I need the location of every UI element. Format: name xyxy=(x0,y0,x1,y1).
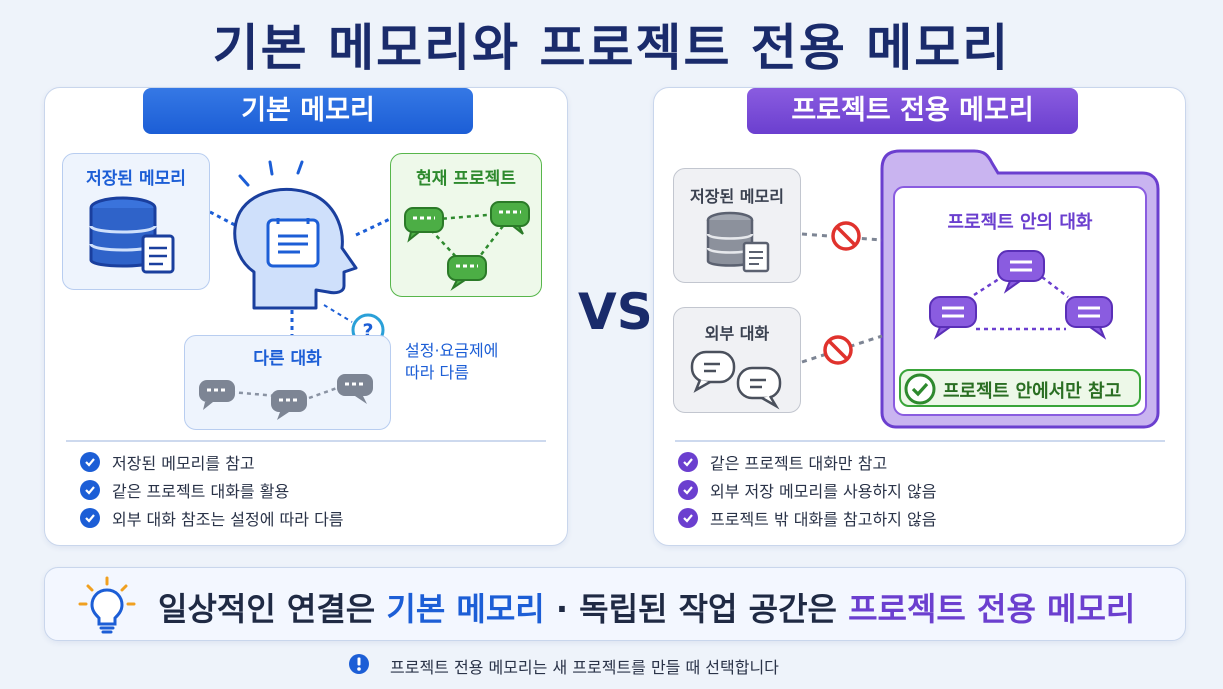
brain-head-icon xyxy=(233,160,358,310)
check-text: 같은 프로젝트 대화만 참고 xyxy=(710,454,888,473)
other-chats-label: 다른 대화 xyxy=(253,349,322,369)
summary-part1: 일상적인 연결은 xyxy=(158,590,387,628)
summary-basic-memory: 기본 메모리 xyxy=(386,590,545,628)
connector-brain-to-question xyxy=(323,304,353,323)
saved-memory-box: 저장된 메모리 xyxy=(62,153,210,290)
check-icon xyxy=(678,452,698,472)
basic-memory-header: 기본 메모리 xyxy=(143,88,473,134)
project-only-badge-text: 프로젝트 안에서만 참고 xyxy=(943,381,1122,402)
chat-bubble-icon xyxy=(1065,296,1113,340)
check-icon xyxy=(80,508,100,528)
chat-bubble-icon xyxy=(271,390,307,420)
other-chats-box: 다른 대화 xyxy=(184,335,391,430)
check-icon xyxy=(678,480,698,500)
check-icon xyxy=(80,480,100,500)
saved-memory-label: 저장된 메모리 xyxy=(86,169,186,189)
check-item: 외부 대화 참조는 설정에 따라 다름 xyxy=(80,504,344,532)
chat-bubble-icon xyxy=(929,296,977,340)
check-text: 프로젝트 밖 대화를 참고하지 않음 xyxy=(710,510,937,529)
external-chat-bubbles-icon xyxy=(690,350,782,410)
chat-bubble-icon xyxy=(337,374,373,404)
external-chats-label: 외부 대화 xyxy=(704,324,770,343)
settings-note-line1: 설정·요금제에 xyxy=(405,341,499,360)
settings-note: 설정·요금제에 따라 다름 xyxy=(405,340,498,384)
settings-note-line2: 따라 다름 xyxy=(405,363,469,382)
summary-text: 일상적인 연결은 기본 메모리 · 독립된 작업 공간은 프로젝트 전용 메모리 xyxy=(158,584,1135,630)
check-icon xyxy=(904,373,936,405)
project-memory-header: 프로젝트 전용 메모리 xyxy=(747,88,1078,134)
external-chats-box: 외부 대화 xyxy=(673,307,801,413)
database-icon xyxy=(89,196,175,274)
connector-brain-to-project xyxy=(355,216,393,237)
saved-memory-box-blocked: 저장된 메모리 xyxy=(673,168,801,283)
check-item: 저장된 메모리를 참고 xyxy=(80,448,344,476)
check-icon xyxy=(80,452,100,472)
summary-project-memory: 프로젝트 전용 메모리 xyxy=(848,590,1136,628)
current-project-box: 현재 프로젝트 xyxy=(390,153,542,297)
chat-bubble-icon xyxy=(490,201,530,235)
project-folder-icon xyxy=(880,149,1160,429)
check-item: 같은 프로젝트 대화를 활용 xyxy=(80,476,344,504)
saved-memory-label: 저장된 메모리 xyxy=(690,187,784,206)
summary-banner xyxy=(44,567,1186,641)
check-item: 프로젝트 밖 대화를 참고하지 않음 xyxy=(678,504,936,532)
check-text: 같은 프로젝트 대화를 활용 xyxy=(112,482,290,501)
check-text: 외부 대화 참조는 설정에 따라 다름 xyxy=(112,510,344,529)
check-item: 외부 저장 메모리를 사용하지 않음 xyxy=(678,476,936,504)
basic-memory-diagram: ? xyxy=(209,160,393,347)
project-memory-checklist: 같은 프로젝트 대화만 참고 외부 저장 메모리를 사용하지 않음 프로젝트 밖… xyxy=(678,448,936,532)
current-project-label: 현재 프로젝트 xyxy=(416,169,516,189)
chat-bubble-icon xyxy=(447,255,487,291)
basic-memory-divider xyxy=(66,440,546,442)
database-icon xyxy=(706,211,770,273)
chat-bubble-icon xyxy=(997,250,1045,294)
svg-text:?: ? xyxy=(362,320,373,342)
vs-label: VS xyxy=(578,283,653,341)
project-chats-green xyxy=(404,201,530,291)
check-item: 같은 프로젝트 대화만 참고 xyxy=(678,448,936,476)
chat-bubble-icon xyxy=(199,380,235,410)
chat-bubble-icon xyxy=(736,366,782,410)
check-icon xyxy=(678,508,698,528)
summary-part3: · 독립된 작업 공간은 xyxy=(544,590,849,628)
chat-bubble-icon xyxy=(690,350,736,393)
project-chats-label: 프로젝트 안의 대화 xyxy=(947,212,1093,233)
lightbulb-icon xyxy=(78,576,136,634)
blocked-connectors xyxy=(801,221,883,365)
basic-memory-checklist: 저장된 메모리를 참고 같은 프로젝트 대화를 활용 외부 대화 참조는 설정에… xyxy=(80,448,344,532)
chat-bubble-icon xyxy=(404,207,444,243)
project-memory-divider xyxy=(675,440,1165,442)
info-icon xyxy=(349,654,369,674)
project-only-badge: 프로젝트 안에서만 참고 xyxy=(899,369,1141,407)
prohibited-icon xyxy=(831,221,861,251)
page-title: 기본 메모리와 프로젝트 전용 메모리 xyxy=(212,19,1011,77)
check-text: 외부 저장 메모리를 사용하지 않음 xyxy=(710,482,937,501)
footnote-text: 프로젝트 전용 메모리는 새 프로젝트를 만들 때 선택합니다 xyxy=(390,658,779,677)
other-chats-gray xyxy=(199,374,373,420)
check-text: 저장된 메모리를 참고 xyxy=(112,454,255,473)
prohibited-icon xyxy=(823,335,853,365)
